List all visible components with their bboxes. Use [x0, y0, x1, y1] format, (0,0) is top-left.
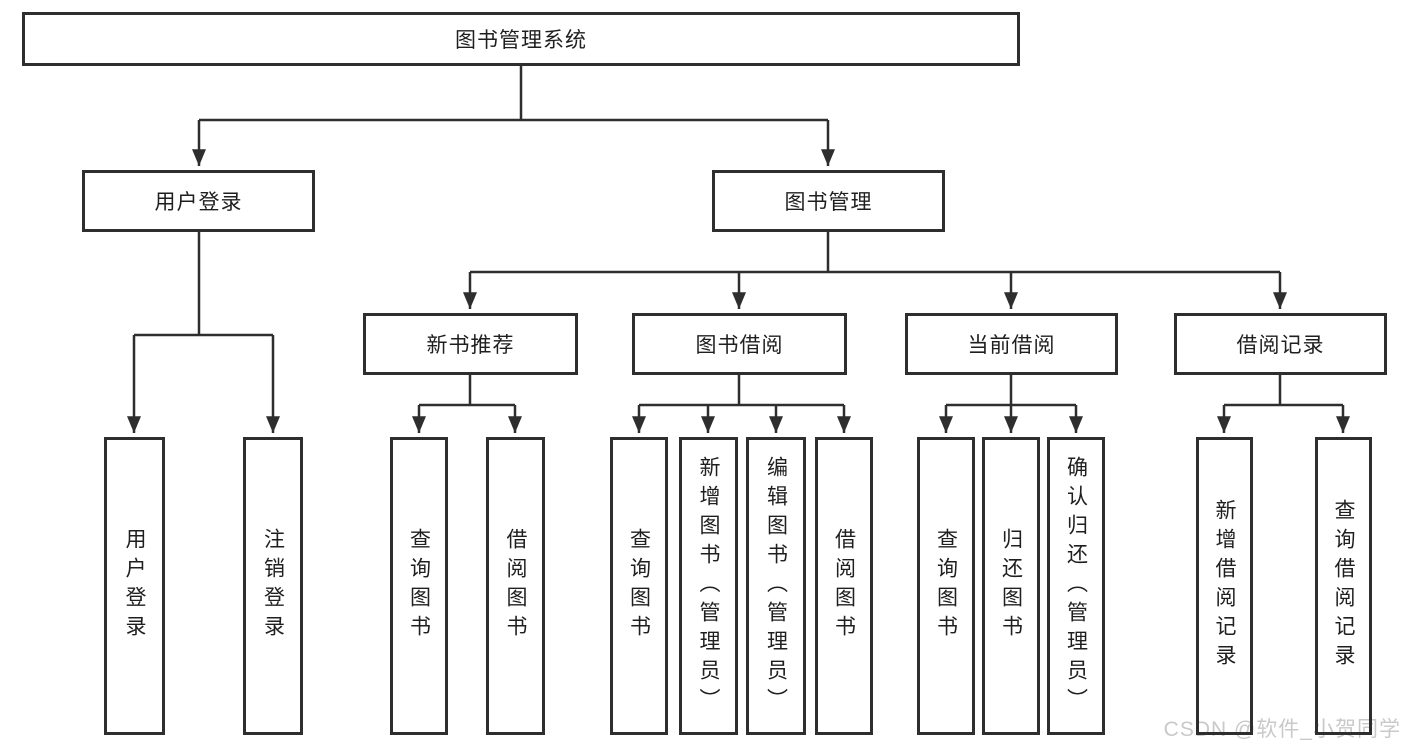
leaf-add-borrow-record: 新增借阅记录	[1196, 437, 1253, 735]
leaf-logout-label: 注销登录	[261, 528, 285, 644]
leaf-edit-book-admin: 编辑图书（管理员）	[746, 437, 806, 735]
leaf-confirm-return-admin-label: 确认归还（管理员）	[1064, 455, 1088, 717]
leaf-query-borrow-record: 查询借阅记录	[1315, 437, 1372, 735]
leaf-confirm-return-admin: 确认归还（管理员）	[1047, 437, 1105, 735]
leaf-add-book-admin: 新增图书（管理员）	[679, 437, 738, 735]
node-borrow-record: 借阅记录	[1174, 313, 1387, 375]
leaf-query-book-1: 查询图书	[390, 437, 448, 735]
leaf-borrow-book-1-label: 借阅图书	[504, 528, 527, 644]
leaf-user-login: 用户登录	[104, 437, 165, 735]
leaf-user-login-label: 用户登录	[123, 528, 146, 644]
leaf-query-book-1-label: 查询图书	[407, 528, 431, 644]
leaf-edit-book-admin-label: 编辑图书（管理员）	[764, 455, 788, 717]
leaf-return-book: 归还图书	[982, 437, 1040, 735]
leaf-borrow-book-2: 借阅图书	[815, 437, 873, 735]
node-new-book-recommend: 新书推荐	[363, 313, 578, 375]
node-book-management: 图书管理	[712, 170, 945, 232]
node-current-borrow: 当前借阅	[905, 313, 1118, 375]
node-book-borrow: 图书借阅	[632, 313, 847, 375]
node-user-login: 用户登录	[82, 170, 315, 232]
leaf-borrow-book-2-label: 借阅图书	[832, 528, 856, 644]
leaf-return-book-label: 归还图书	[999, 528, 1023, 644]
leaf-query-book-3-label: 查询图书	[934, 528, 958, 644]
leaf-query-borrow-record-label: 查询借阅记录	[1332, 499, 1355, 673]
node-root: 图书管理系统	[22, 12, 1020, 66]
leaf-add-borrow-record-label: 新增借阅记录	[1213, 499, 1236, 673]
leaf-borrow-book-1: 借阅图书	[486, 437, 545, 735]
leaf-logout: 注销登录	[243, 437, 303, 735]
leaf-query-book-2: 查询图书	[610, 437, 668, 735]
leaf-query-book-2-label: 查询图书	[627, 528, 651, 644]
leaf-query-book-3: 查询图书	[917, 437, 975, 735]
leaf-add-book-admin-label: 新增图书（管理员）	[697, 455, 720, 717]
